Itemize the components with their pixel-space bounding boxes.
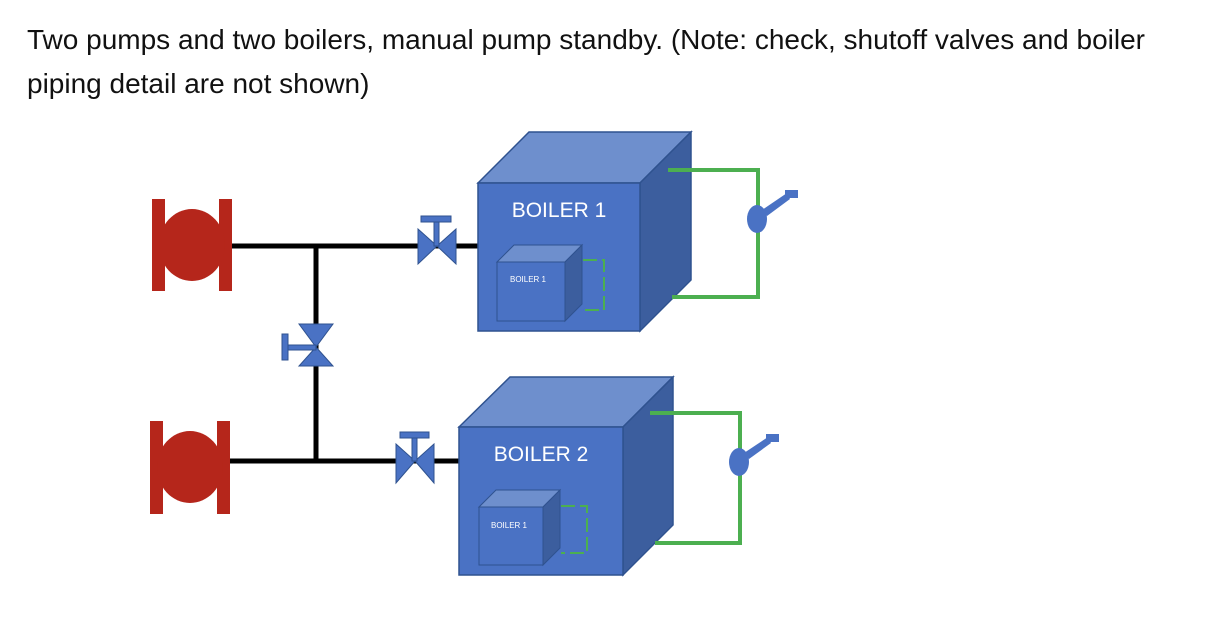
boiler-2-inset-aux-pipe bbox=[561, 505, 588, 554]
pump-1 bbox=[152, 199, 232, 291]
boiler-1-aux-loop bbox=[668, 168, 798, 299]
boiler-1-relief-valve bbox=[747, 190, 798, 233]
boiler-1-inset: BOILER 1 bbox=[495, 243, 605, 323]
diagram-caption: Two pumps and two boilers, manual pump s… bbox=[27, 24, 1146, 99]
boiler-2-relief-valve bbox=[729, 434, 779, 476]
boiler-2-aux-loop bbox=[650, 411, 779, 545]
boiler-1-inset-aux-pipe bbox=[583, 259, 605, 311]
boiler-1-label: BOILER 1 bbox=[512, 199, 607, 222]
boiler-1-inset-label: BOILER 1 bbox=[510, 275, 547, 284]
boiler-2-valve bbox=[395, 431, 435, 485]
main-piping bbox=[220, 243, 480, 464]
pump-2 bbox=[150, 421, 230, 514]
boiler-2: BOILER 2 BOILER 1 bbox=[457, 375, 675, 577]
boiler-2-inset: BOILER 1 bbox=[477, 488, 588, 567]
boiler-2-label: BOILER 2 bbox=[494, 443, 589, 466]
boiler-2-inset-label: BOILER 1 bbox=[491, 521, 528, 530]
boiler-1-valve bbox=[417, 215, 457, 266]
boiler-1: BOILER 1 BOILER 1 bbox=[476, 130, 693, 333]
crossover-valve bbox=[281, 323, 335, 367]
